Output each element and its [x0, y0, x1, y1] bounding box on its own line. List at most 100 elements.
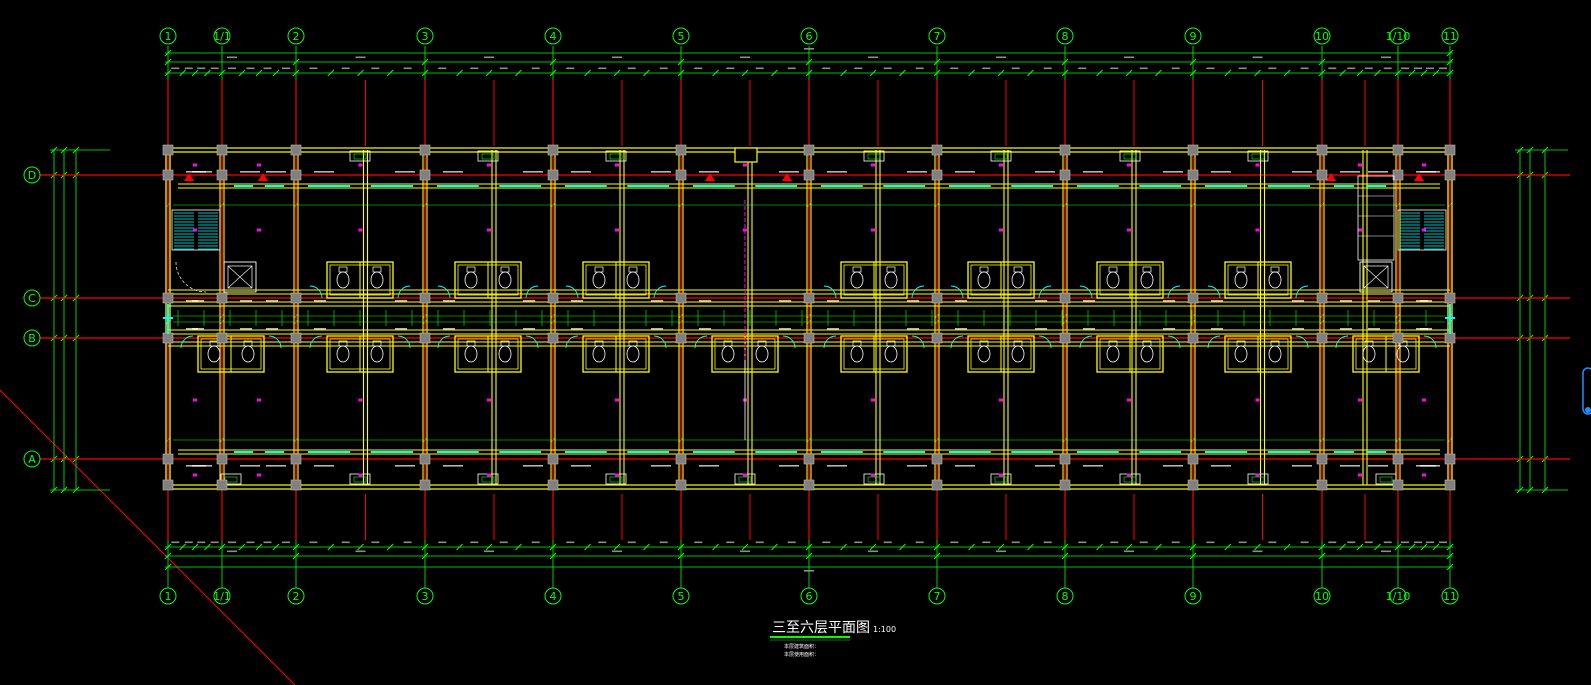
axis-bubble-left-B: B [23, 329, 41, 347]
structural-column [1392, 169, 1404, 181]
axis-bubble-bottom-9: 9 [1184, 587, 1202, 605]
axis-bubble-circle [544, 587, 562, 605]
structural-column [419, 144, 431, 156]
axis-bubble-label: 11 [1443, 30, 1457, 43]
balcony-basin [477, 150, 499, 162]
elevator [1359, 261, 1393, 293]
structural-column [1059, 332, 1071, 344]
dimension-tick [1027, 543, 1034, 551]
window-tag [1292, 171, 1312, 173]
bathroom-unit [1335, 335, 1437, 373]
dimension-value-mark [996, 56, 1006, 59]
door-swing [309, 285, 323, 299]
window-tag [779, 465, 799, 467]
axis-bubble-top-11: 11 [1441, 27, 1459, 45]
axis-bubble-label: 6 [806, 30, 813, 43]
basin-fixture [1013, 340, 1023, 347]
structural-column [803, 332, 815, 344]
door-swing [437, 285, 451, 299]
axis-bubble-circle [1184, 27, 1202, 45]
dimension-tick [840, 69, 847, 77]
axis-bubble-top-9: 9 [1184, 27, 1202, 45]
balcony-basin-inner [994, 153, 1008, 160]
balcony-basin [605, 150, 627, 162]
window-tag [907, 171, 927, 173]
room-label [871, 228, 875, 232]
room-label [487, 398, 491, 402]
window-tag [443, 465, 463, 467]
dimension-tick [272, 69, 280, 77]
door-tag [1035, 328, 1047, 330]
dimension-tick [869, 69, 877, 77]
dimension-value-mark [1328, 541, 1337, 544]
dimension-value-mark [854, 541, 863, 544]
dimension-tick [1408, 543, 1416, 551]
dimension-tick [840, 543, 847, 551]
room-label [615, 473, 619, 477]
structural-column [1392, 144, 1404, 156]
structural-column [216, 453, 228, 465]
door-tag [1292, 328, 1304, 330]
axis-bubble-bottom-5: 5 [672, 587, 690, 605]
dimension-value-mark [1124, 550, 1134, 553]
room-label [257, 473, 261, 477]
structural-column [290, 479, 302, 491]
axis-bubble-label: 1/10 [1386, 30, 1411, 43]
structural-column [419, 332, 431, 344]
dimension-tick [1125, 543, 1133, 551]
dimension-value-mark [1268, 541, 1277, 544]
dimension-tick [357, 69, 364, 77]
dimension-tick [899, 543, 906, 551]
axis-bubble-circle [1441, 27, 1459, 45]
dimension-value-mark [1078, 541, 1087, 544]
dimension-value-mark [1347, 541, 1356, 544]
window-tag [1211, 465, 1231, 467]
viewport-scroll-handle[interactable] [1582, 367, 1591, 415]
axis-bubble-label: 5 [678, 590, 685, 603]
axis-bubble-bottom-1/10: 1/10 [1386, 587, 1410, 605]
axis-bubble-label: 4 [550, 590, 557, 603]
dimension-value-mark [950, 541, 959, 544]
basin-fixture [852, 340, 862, 347]
balcony-basin-inner [867, 476, 881, 483]
dimension-value-mark [915, 541, 924, 544]
stair-outline [171, 209, 221, 251]
axis-bubble-bottom-4: 4 [544, 587, 562, 605]
dimension-value-mark [403, 67, 412, 70]
axis-bubble-label: 9 [1190, 590, 1197, 603]
axis-bubble-circle [800, 587, 818, 605]
balcony-basin [220, 473, 242, 485]
balcony-basin [1247, 150, 1269, 162]
structural-column [216, 169, 228, 181]
basin-fixture [1236, 340, 1246, 347]
door-tag [699, 328, 711, 330]
basin-fixture [594, 266, 604, 273]
door-tag [651, 328, 663, 330]
dimension-value-mark [1043, 67, 1052, 70]
window-tag [955, 171, 975, 173]
axis-bubble-circle [928, 587, 946, 605]
axis-bubble-label: 4 [550, 30, 557, 43]
door-swing [1295, 335, 1309, 349]
structural-column [1316, 292, 1328, 304]
door-swing [782, 335, 796, 349]
structural-column [1187, 479, 1199, 491]
door-swing [180, 335, 194, 349]
axis-bubble-left-D: D [23, 166, 41, 184]
dimension-value-mark [184, 67, 193, 70]
axis-bubble-circle [287, 27, 305, 45]
axis-bubble-circle [544, 27, 562, 45]
structural-column [1187, 144, 1199, 156]
bathroom-unit [565, 335, 667, 373]
room-label [487, 228, 491, 232]
structural-column [1316, 169, 1328, 181]
dimension-value-mark [726, 67, 735, 70]
room-label [743, 473, 747, 477]
structural-column [1444, 453, 1456, 465]
axis-bubble-circle [416, 587, 434, 605]
dimension-value-mark [1206, 541, 1215, 544]
balcony-basin-inner [994, 476, 1008, 483]
dimension-tick [204, 543, 211, 551]
dimension-tick [1254, 69, 1261, 77]
basin-fixture [757, 340, 767, 347]
